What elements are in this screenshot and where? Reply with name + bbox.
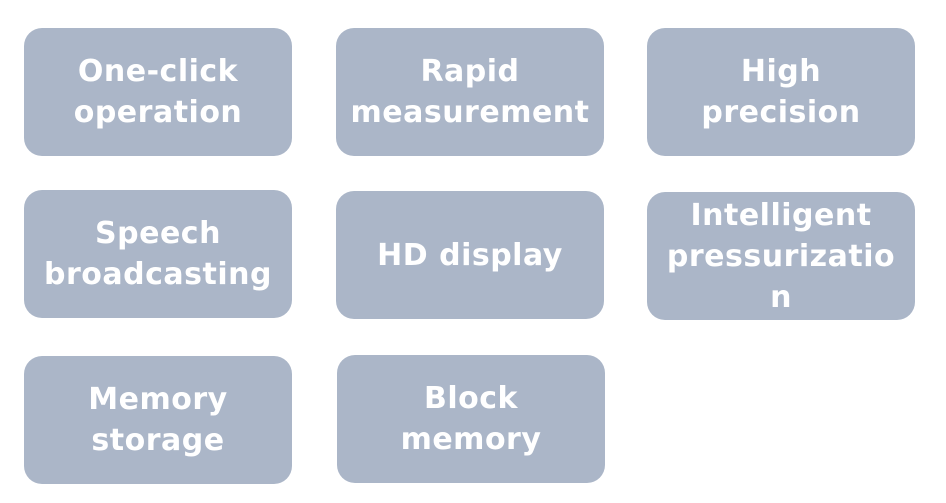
- feature-label: High precision: [701, 51, 860, 133]
- feature-tile-speech-broadcasting: Speech broadcasting: [24, 190, 292, 318]
- feature-tile-hd-display: HD display: [336, 191, 604, 319]
- feature-tile-rapid-measurement: Rapid measurement: [336, 28, 604, 156]
- feature-tile-high-precision: High precision: [647, 28, 915, 156]
- feature-label-line: HD display: [377, 237, 563, 273]
- feature-tile-intelligent-pressurization: Intelligent pressurizatio n: [647, 192, 915, 320]
- feature-label-line: memory: [400, 422, 542, 457]
- feature-label-line: n: [770, 279, 792, 315]
- feature-label-line: broadcasting: [44, 257, 272, 292]
- feature-label-line: High: [740, 54, 822, 89]
- feature-label-line: measurement: [350, 95, 590, 130]
- feature-label: Intelligent pressurizatio n: [667, 195, 895, 318]
- feature-label: One-click operation: [74, 51, 243, 133]
- feature-label-line: Intelligent: [690, 197, 872, 233]
- feature-tile-one-click-operation: One-click operation: [24, 28, 292, 156]
- feature-label-line: storage: [91, 423, 225, 458]
- feature-label: Block memory: [401, 378, 542, 460]
- feature-tile-memory-storage: Memory storage: [24, 356, 292, 484]
- feature-label: Memory storage: [88, 379, 227, 461]
- feature-label: Speech broadcasting: [44, 213, 272, 295]
- feature-tile-block-memory: Block memory: [337, 355, 605, 483]
- feature-label-line: Speech: [95, 216, 221, 251]
- feature-label-line: precision: [701, 95, 861, 130]
- feature-label-line: Memory: [88, 382, 228, 417]
- feature-label: Rapid measurement: [350, 51, 589, 133]
- feature-label: HD display: [377, 235, 563, 276]
- feature-label-line: Block: [423, 381, 518, 416]
- feature-label-line: pressurizatio: [666, 238, 896, 274]
- feature-label-line: Rapid: [420, 54, 520, 89]
- feature-label-line: One-click: [77, 54, 239, 89]
- feature-label-line: operation: [73, 95, 243, 130]
